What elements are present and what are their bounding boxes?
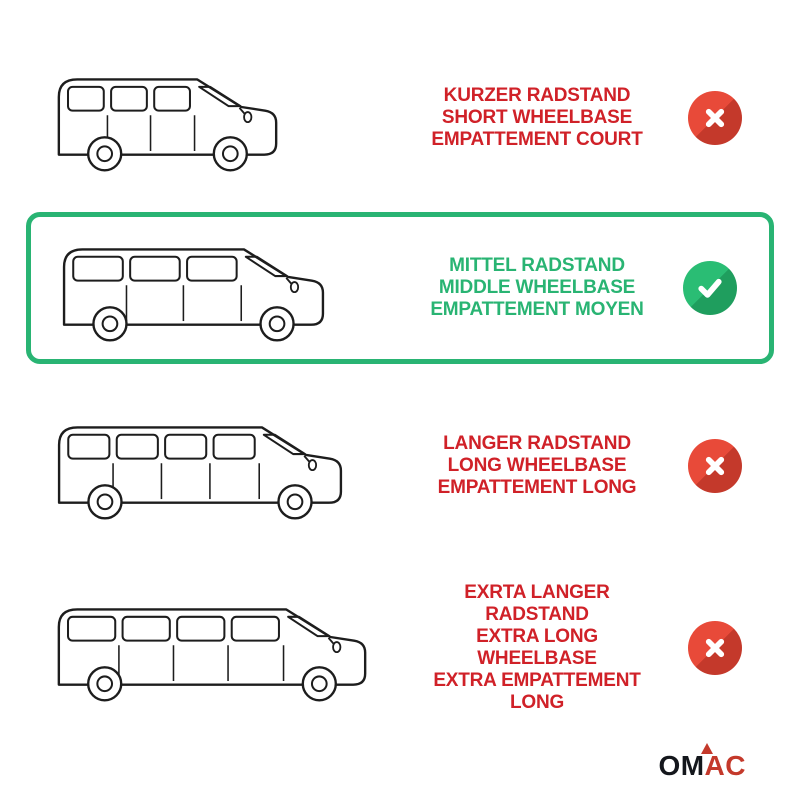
label-line-fr: EMPATTEMENT MOYEN <box>430 299 644 321</box>
omac-logo: OMAC <box>658 743 746 781</box>
status-column <box>656 439 774 493</box>
status-column <box>656 91 774 145</box>
label-line-de: MITTEL RADSTAND <box>449 254 625 276</box>
option-row-extra-long-wheelbase: EXRTA LANGER RADSTAND EXTRA LONG WHEELBA… <box>26 572 774 724</box>
option-label-middle: MITTEL RADSTAND MIDDLE WHEELBASE EMPATTE… <box>423 255 651 321</box>
label-line-en: MIDDLE WHEELBASE <box>438 276 636 298</box>
option-label-long: LANGER RADSTAND LONG WHEELBASE EMPATTEME… <box>418 433 656 499</box>
label-line-en: SHORT WHEELBASE <box>441 106 633 128</box>
option-label-extra-long: EXRTA LANGER RADSTAND EXTRA LONG WHEELBA… <box>418 582 656 714</box>
van-illustration-middle <box>31 232 423 344</box>
status-column <box>656 621 774 675</box>
option-row-middle-wheelbase: MITTEL RADSTAND MIDDLE WHEELBASE EMPATTE… <box>26 212 774 364</box>
label-line-fr: EMPATTEMENT COURT <box>431 129 643 151</box>
label-line-de: KURZER RADSTAND <box>443 84 631 106</box>
label-line-en: EXTRA LONG WHEELBASE <box>476 625 598 669</box>
label-line-fr: EXTRA EMPATTEMENT LONG <box>433 670 641 714</box>
status-column <box>651 261 769 315</box>
logo-accent-triangle <box>701 743 714 754</box>
check-icon <box>683 261 737 315</box>
option-label-short: KURZER RADSTAND SHORT WHEELBASE EMPATTEM… <box>418 85 656 151</box>
cross-icon <box>688 621 742 675</box>
cross-icon <box>688 91 742 145</box>
label-line-en: LONG WHEELBASE <box>447 454 627 476</box>
van-illustration-short <box>26 62 418 174</box>
label-line-de: EXRTA LANGER RADSTAND <box>464 581 610 625</box>
option-row-short-wheelbase: KURZER RADSTAND SHORT WHEELBASE EMPATTEM… <box>26 42 774 194</box>
van-illustration-extra-long <box>26 592 418 704</box>
label-line-fr: EMPATTEMENT LONG <box>437 477 637 499</box>
cross-icon <box>688 439 742 493</box>
label-line-de: LANGER RADSTAND <box>443 432 631 454</box>
van-illustration-long <box>26 410 418 522</box>
logo-text-red: AC <box>704 750 746 781</box>
option-row-long-wheelbase: LANGER RADSTAND LONG WHEELBASE EMPATTEME… <box>26 390 774 542</box>
wheelbase-comparison-diagram: KURZER RADSTAND SHORT WHEELBASE EMPATTEM… <box>26 42 774 724</box>
logo-text-black: OM <box>658 750 705 781</box>
